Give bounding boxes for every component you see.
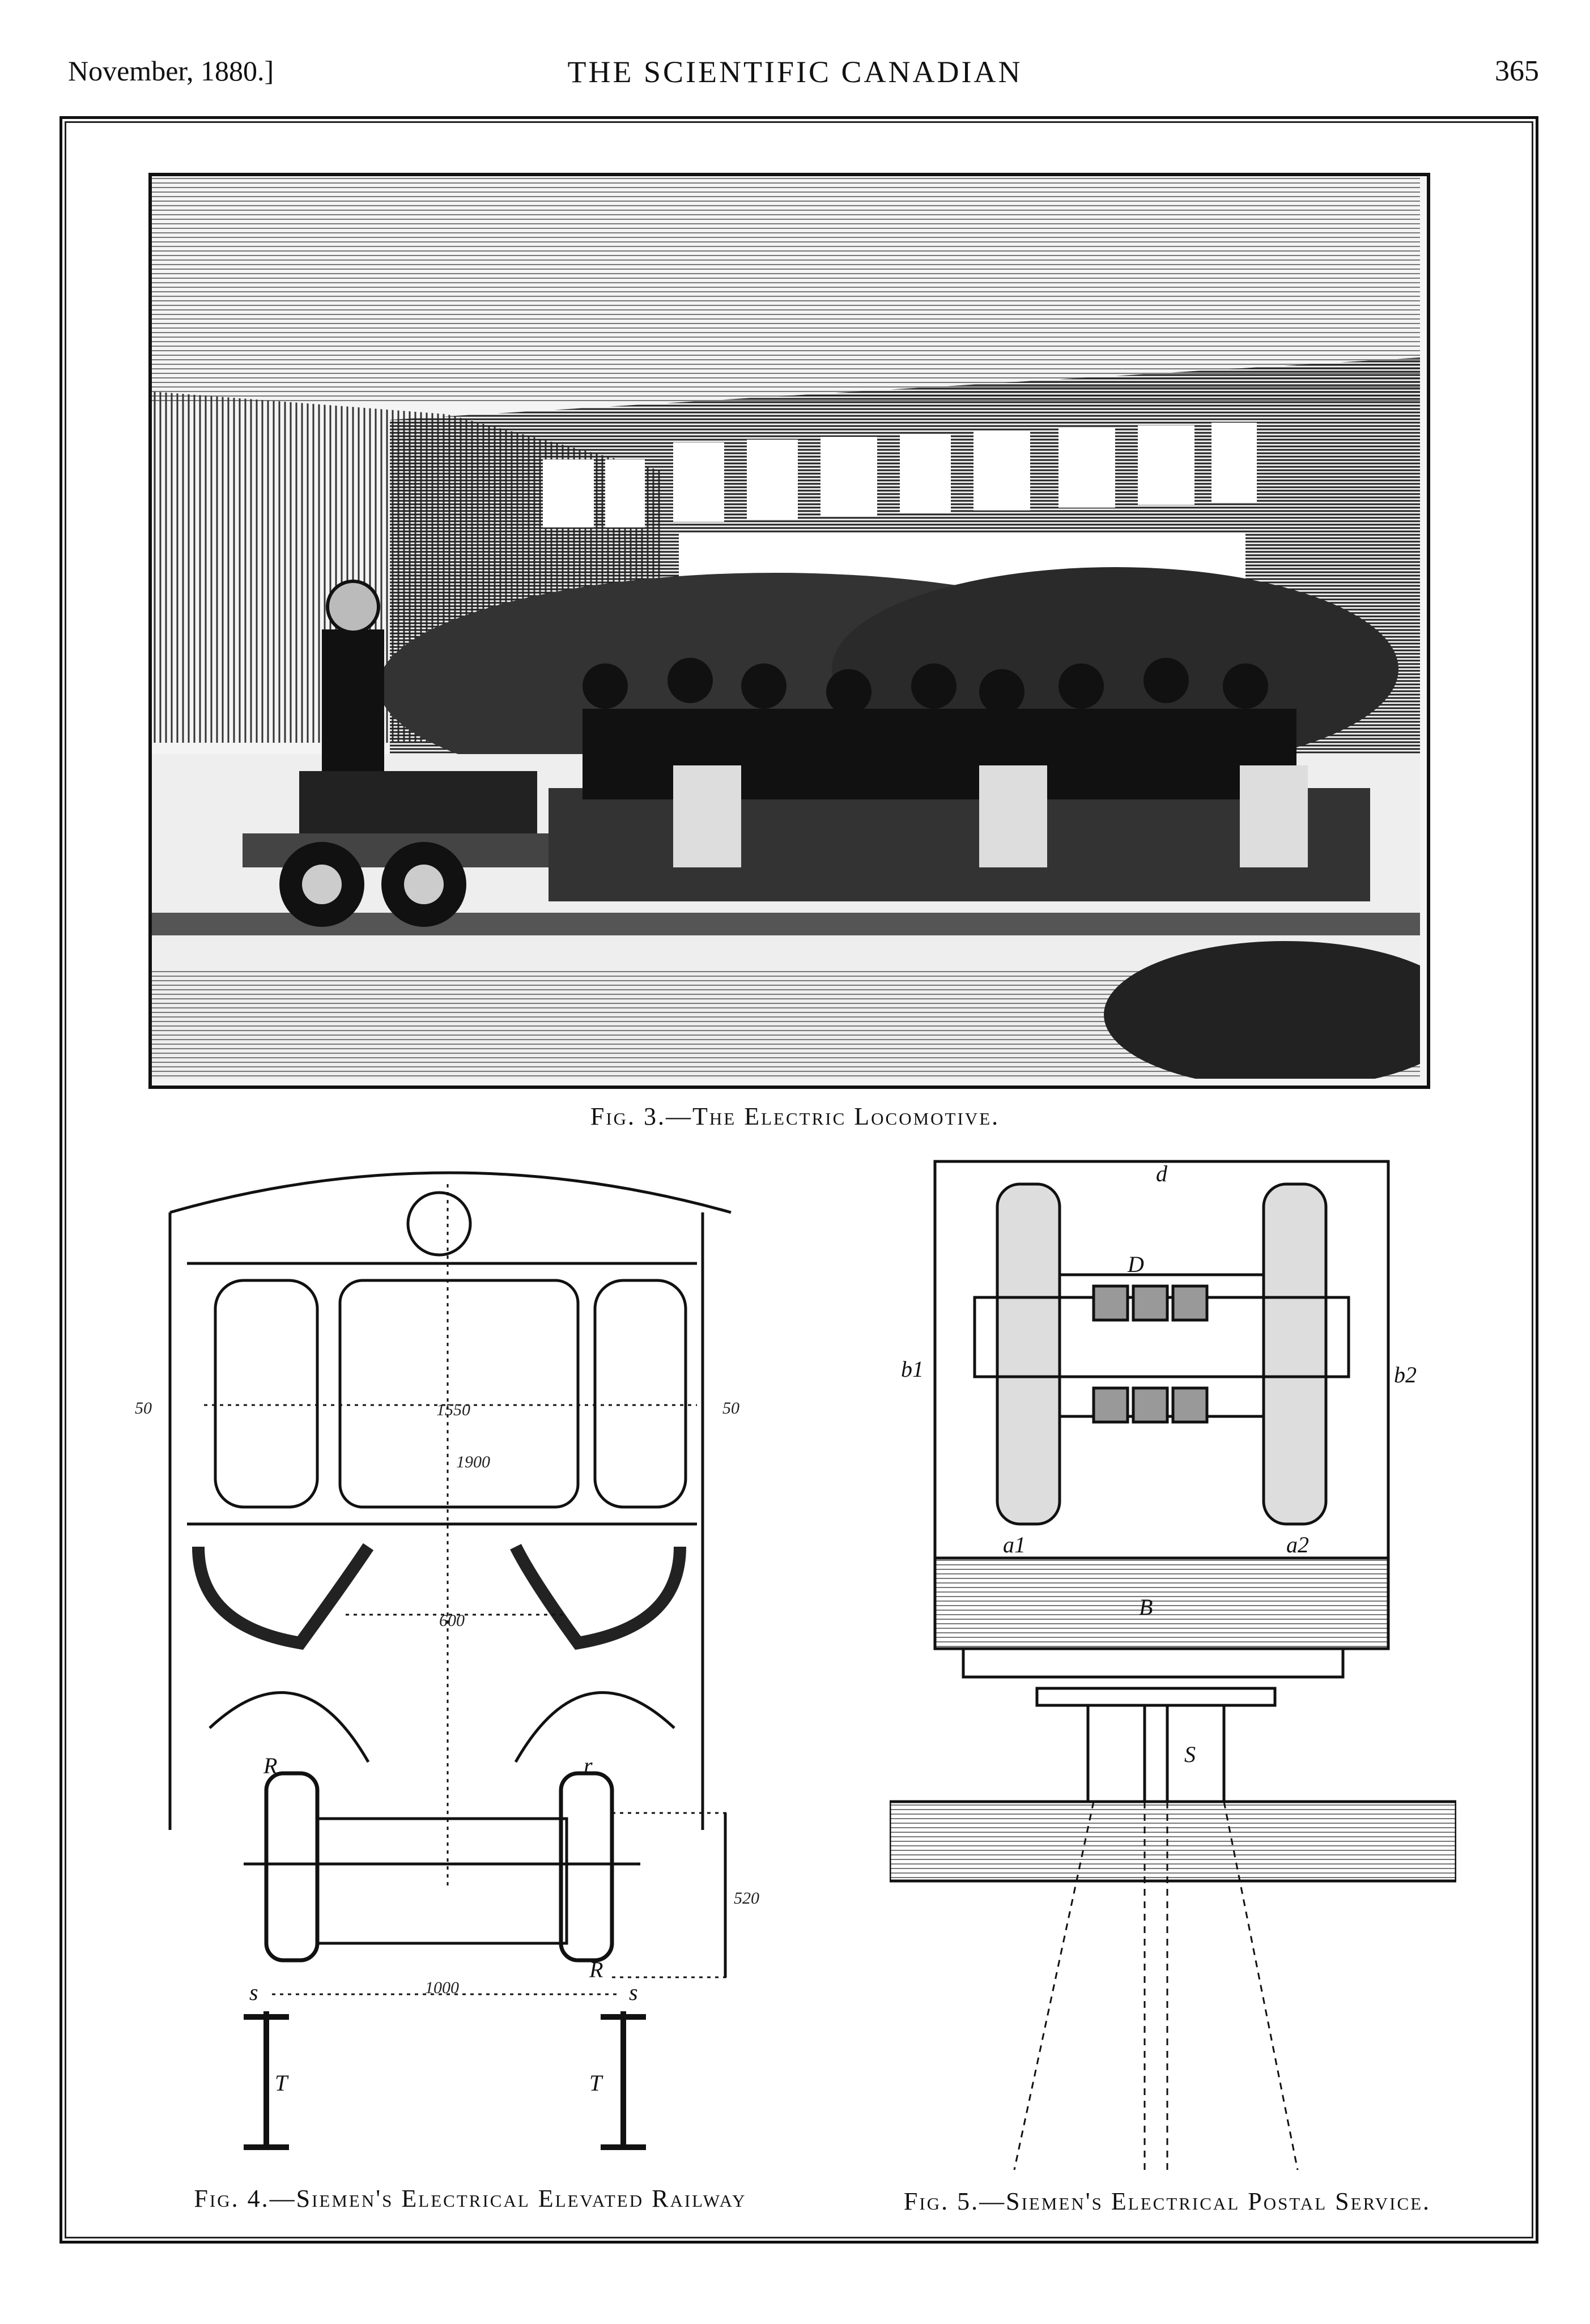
label-r-right: r [584,1753,593,1778]
header-title: THE SCIENTIFIC CANADIAN [567,55,1023,89]
electric-locomotive-engraving [148,173,1430,1089]
page-border [59,116,1538,2244]
postal-service-diagram: d D b1 b2 a1 a2 B S [890,1150,1456,2176]
label-S: S [1184,1742,1196,1767]
dim-left-label: 50 [135,1399,152,1418]
page-number: 365 [1495,55,1539,87]
fig5-caption: Fig. 5.—Siemen's Electrical Postal Servi… [903,2187,1431,2215]
label-b1: b1 [901,1356,924,1382]
label-a2: a2 [1286,1532,1309,1557]
dim-inner-label: 600 [439,1611,465,1630]
dim-width-label: 1550 [436,1401,470,1419]
dim-height-label: 1900 [456,1453,490,1471]
elevated-railway-diagram: 1550 1900 600 50 50 520 1000 R r R s s T… [130,1150,822,2170]
label-d: d [1156,1161,1168,1186]
fig4-caption: Fig. 4.—Siemen's Electrical Elevated Rai… [194,2185,747,2212]
label-T-left: T [275,2070,289,2096]
label-s-right: s [629,1980,638,2005]
dim-right-label: 50 [722,1399,739,1418]
dim-wheel-label: 520 [734,1889,759,1908]
label-b2: b2 [1394,1362,1417,1387]
label-R-left: R [263,1753,277,1778]
label-a1: a1 [1003,1532,1026,1557]
header-date: November, 1880.] [68,55,274,87]
label-R-bottom: R [589,1957,603,1982]
dim-track-label: 1000 [425,1978,459,1997]
label-B: B [1139,1594,1153,1620]
label-s-left: s [249,1980,258,2005]
label-D: D [1127,1252,1144,1277]
label-T-right: T [589,2070,603,2096]
fig3-caption: Fig. 3.—The Electric Locomotive. [590,1103,1000,1130]
